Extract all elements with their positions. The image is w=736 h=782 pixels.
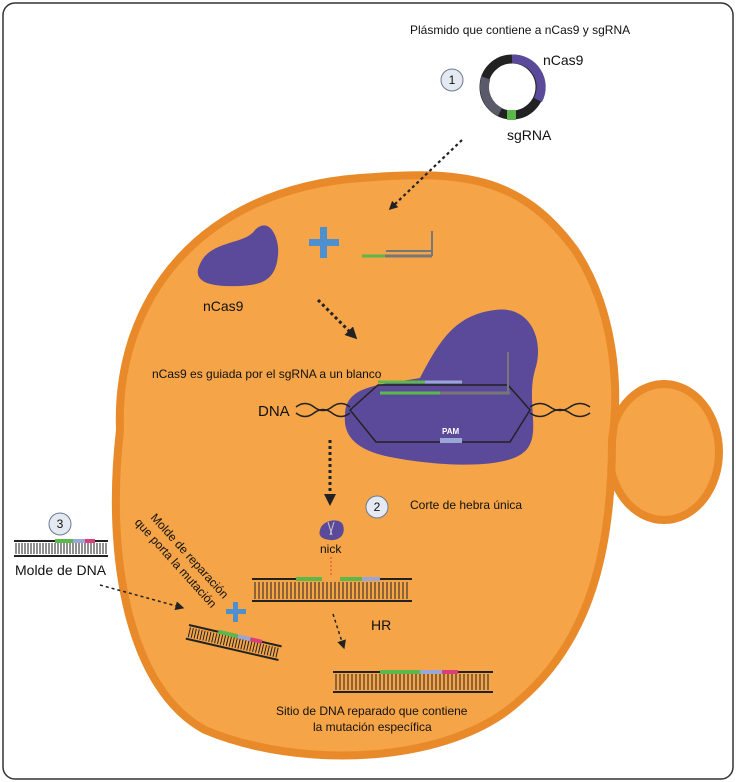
dna-rung (231, 637, 235, 648)
dna-rung (208, 632, 212, 642)
dna-rung (199, 629, 203, 640)
plasmid-ncas9-segment (511, 54, 546, 103)
dna-rung (260, 644, 265, 655)
dna-rung (187, 627, 191, 638)
dna-bubble (348, 384, 531, 443)
ncas9-label: nCas9 (203, 298, 244, 314)
dna-rung (219, 634, 224, 645)
dna-rung (228, 636, 232, 647)
arrow-template-to-cell (99, 584, 185, 611)
dna-rung (237, 638, 241, 649)
arrow-to-complex (316, 298, 358, 340)
hr-label: HR (371, 617, 391, 633)
dna-rung (196, 629, 200, 640)
nick-step-text: Corte de hebra única (410, 498, 522, 512)
plasmid-ncas9-label: nCas9 (543, 52, 584, 68)
plasmid-sgrna-label: sgRNA (507, 127, 552, 143)
bud (605, 380, 723, 524)
ncas9-free: nCas9 (197, 225, 279, 314)
dna-rung (252, 642, 256, 653)
repaired-text-2: la mutación específica (313, 720, 432, 734)
dna-rung (214, 633, 218, 644)
dna-rung (266, 645, 270, 656)
dna-rung (202, 630, 206, 641)
dna-rung (243, 640, 247, 651)
repaired-text-1: Sitio de DNA reparado que contiene (276, 704, 468, 718)
step-3-number: 3 (57, 517, 64, 531)
target-complex: PAM DNA (258, 309, 591, 465)
dna-rung (263, 644, 267, 655)
plasmid-title: Plásmido que contiene a nCas9 y sgRNA (410, 23, 630, 37)
cell-body (111, 171, 620, 760)
plasmid-backbone-segment (480, 76, 503, 117)
repaired-dna (333, 670, 493, 693)
nick-label: nick (320, 542, 342, 556)
step-1-badge (440, 68, 464, 92)
dna-rung (190, 627, 194, 638)
pam-label: PAM (442, 427, 460, 436)
dna-rung (222, 635, 227, 646)
nick-enzyme: nick (319, 520, 344, 577)
outside-template: 3 Molde de DNA (14, 512, 108, 578)
plus-icon (309, 227, 339, 258)
step-2-number: 2 (374, 500, 381, 514)
dna-rung (275, 647, 279, 658)
dna-rung (246, 640, 250, 651)
dna-rung (254, 642, 259, 653)
plasmid: Plásmido que contiene a nCas9 y sgRNA 1 … (410, 23, 630, 143)
dna-rung (257, 643, 262, 654)
dna-right-helix (529, 402, 591, 412)
dna-rung (249, 641, 253, 652)
dna-rung (269, 646, 273, 657)
dna-label: DNA (258, 403, 290, 420)
sgrna-strand (362, 231, 433, 258)
plus-icon-2 (226, 602, 246, 622)
dna-rung (240, 639, 244, 650)
dna-rung (211, 632, 215, 643)
pam-site (440, 438, 462, 443)
dna-left-helix-2 (295, 408, 351, 418)
template-label: Molde de DNA (15, 562, 107, 578)
dna-rung (272, 646, 276, 657)
dna-left-helix (295, 402, 351, 412)
repair-template-dna (185, 624, 282, 661)
step-3-badge (48, 512, 72, 536)
dna-rung (193, 628, 197, 639)
dna-rung (205, 631, 209, 642)
arrow-plasmid-to-cell (388, 139, 463, 211)
dna-rung (225, 636, 229, 647)
step-1-number: 1 (449, 73, 456, 87)
nicked-dna (252, 577, 412, 602)
dna-rung (234, 638, 238, 649)
guided-text: nCas9 es guiada por el sgRNA a un blanco (152, 367, 382, 381)
step-2-badge (365, 495, 389, 519)
plasmid-sgrna-segment (507, 110, 516, 120)
dna-right-helix-2 (529, 408, 591, 418)
dna-rung (216, 634, 221, 645)
complex-protein-blob (344, 309, 539, 465)
ncas9-protein-blob (197, 225, 279, 287)
